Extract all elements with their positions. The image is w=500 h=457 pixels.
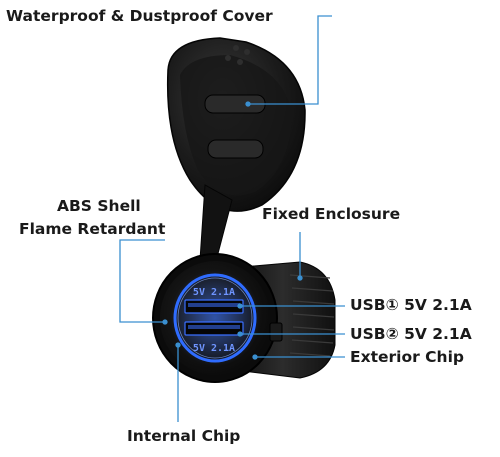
label-abs-line2: Flame Retardant [19, 220, 166, 238]
port-marking-bottom: 5V 2.1A [193, 343, 235, 354]
callout-cover [248, 15, 332, 105]
label-fixed-enclosure: Fixed Enclosure [262, 205, 401, 223]
callout-abs [119, 239, 165, 323]
label-cover: Waterproof & Dustproof Cover [6, 7, 273, 25]
label-abs-line1: ABS Shell [57, 197, 141, 215]
port-marking-top: 5V 2.1A [193, 287, 235, 298]
label-usb1: USB① 5V 2.1A [350, 296, 472, 314]
socket-face [152, 253, 283, 383]
waterproof-cover [166, 37, 306, 212]
callout-lines [119, 15, 345, 422]
label-exterior-chip: Exterior Chip [350, 348, 464, 366]
led-ring [173, 273, 257, 363]
label-internal-chip: Internal Chip [127, 427, 241, 445]
cover-strap [199, 184, 233, 266]
label-usb2: USB② 5V 2.1A [350, 325, 472, 343]
